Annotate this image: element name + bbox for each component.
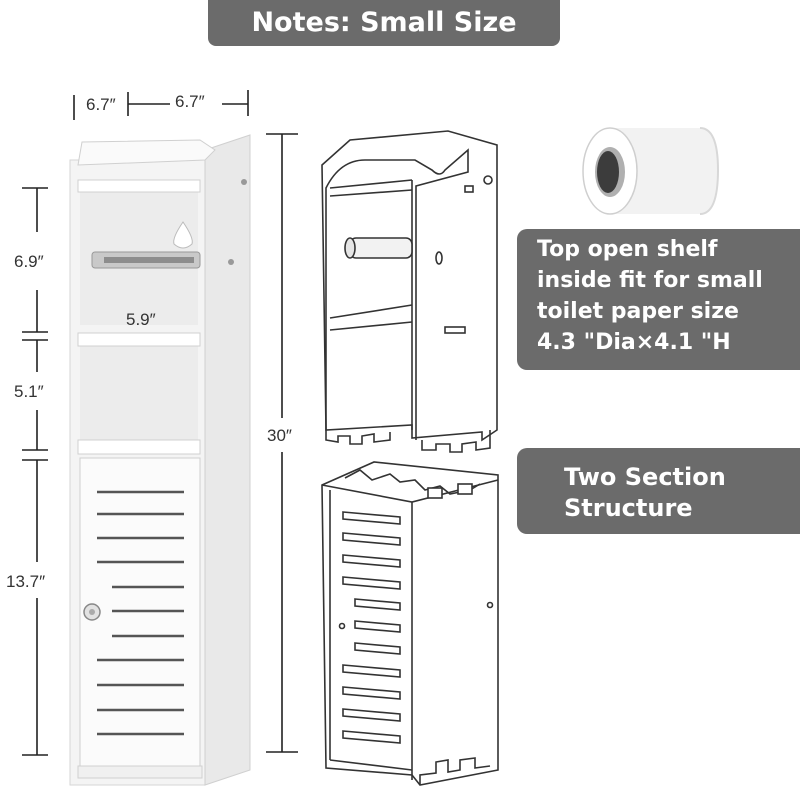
shelf-width-dimension: 5.9″ <box>126 310 156 329</box>
callout-line: Top open shelf <box>537 237 718 262</box>
total-height-dimension: 30″ <box>267 426 292 445</box>
cabinet-photo <box>69 134 251 786</box>
callout-line: inside fit for small <box>537 268 763 293</box>
toilet-paper-roll-icon <box>582 127 720 215</box>
depth-dimension: 6.7″ <box>86 95 116 114</box>
upper-shelf-dimension: 6.9″ <box>14 252 44 271</box>
title-text: Notes: Small Size <box>251 7 517 38</box>
cabinet-bottom-section-sketch <box>321 461 499 786</box>
callout-line: 4.3 "Dia×4.1 "H <box>537 330 731 355</box>
width-dimension: 6.7″ <box>175 92 205 111</box>
structure-line: Two Section <box>564 463 726 491</box>
cabinet-height-dimension: 13.7″ <box>6 572 46 591</box>
paper-size-callout: Top open shelf inside fit for small toil… <box>517 229 800 370</box>
middle-shelf-dimension: 5.1″ <box>14 382 44 401</box>
structure-line: Structure <box>564 494 693 522</box>
dimension-lines <box>22 90 298 756</box>
title-banner: Notes: Small Size <box>208 0 560 46</box>
callout-line: toilet paper size <box>537 299 739 324</box>
cabinet-top-section-sketch <box>321 130 498 453</box>
structure-callout: Two Section Structure <box>517 448 800 534</box>
